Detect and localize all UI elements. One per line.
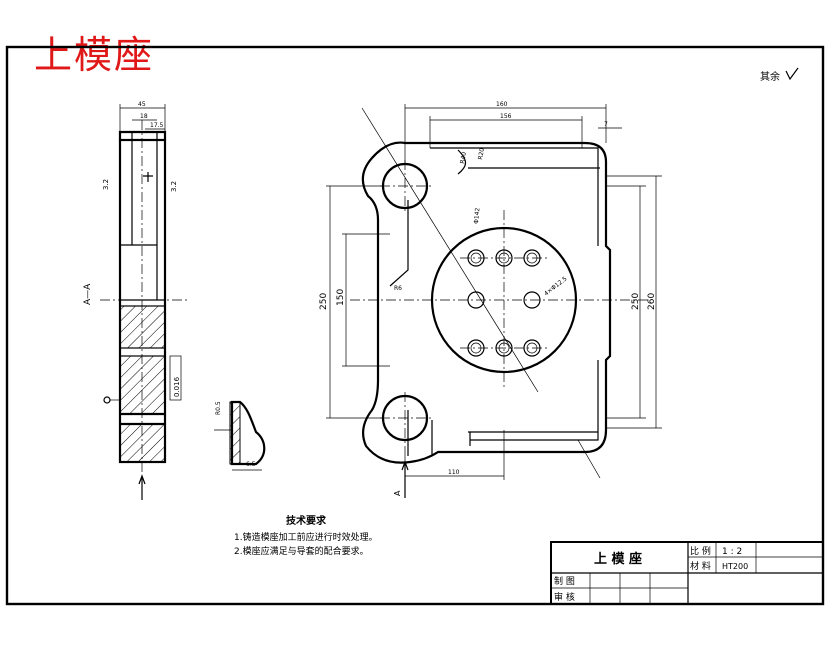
flatness-value: 0.016 (173, 376, 181, 397)
plate-outline (361, 141, 612, 464)
notes-heading: 技术要求 (286, 514, 327, 527)
roughness-note: 其余 (760, 70, 780, 83)
title-block: 上 模 座 比 例 1 : 2 材 料 HT200 制 图 审 核 (550, 541, 824, 605)
dim-large-dia: Φ142 (473, 207, 481, 224)
section-hatch-lower (119, 355, 166, 415)
drawing-border (5, 45, 825, 606)
section-label: A—A (83, 283, 93, 305)
view-label: A (393, 490, 402, 496)
drawn-label: 制 图 (554, 575, 575, 587)
roughness-side-1: 3.2 (102, 179, 110, 190)
section-hatch-upper (119, 305, 166, 349)
side-view: 45 18 17.5 3.2 3.2 A—A 0.016 (83, 101, 190, 500)
plan-view: Φ142 4×Φ12.5 R40 R20 R6 160 156 7 250 15… (319, 101, 662, 498)
dim-right-height1: 250 (631, 293, 641, 310)
detail-dim-1: R0.5 (215, 401, 222, 415)
checked-label: 审 核 (554, 591, 575, 603)
dim-bolt-dia: 4×Φ12.5 (543, 275, 569, 297)
detail-view: R0.5 6.5 (214, 400, 266, 471)
dim-radius: R40 (459, 151, 468, 164)
material-value: HT200 (722, 562, 748, 571)
title-block-name: 上 模 座 (594, 551, 642, 567)
dim-chamfer: R20 (477, 147, 486, 160)
scale-label: 比 例 (690, 545, 711, 557)
material-label: 材 料 (690, 560, 711, 572)
dim-right-height2: 260 (647, 293, 657, 310)
dim-left-height: 250 (319, 293, 329, 310)
notes-item-2: 2.模座应满足与导套的配合要求。 (234, 545, 369, 557)
roughness-side-2: 3.2 (170, 181, 178, 192)
dim-side-sub2: 17.5 (150, 122, 164, 129)
dim-left-inner: 150 (336, 289, 346, 306)
notes-item-1: 1.铸造模座加工前应进行时效处理。 (234, 531, 378, 543)
dim-side-width: 45 (138, 101, 146, 108)
dim-top-overall: 160 (496, 101, 508, 108)
dim-side-sub1: 18 (140, 113, 148, 120)
detail-dim-2: 6.5 (246, 461, 256, 468)
dim-bottom-len: 110 (448, 469, 460, 476)
section-hatch-bottom (119, 423, 166, 463)
datum-a-icon (143, 172, 153, 182)
scale-value: 1 : 2 (722, 547, 742, 557)
stamp-title: 上模座 (34, 33, 155, 77)
roughness-symbol-icon (785, 67, 799, 81)
dim-top-inner: 156 (500, 113, 512, 120)
dim-right-offset: 7 (604, 121, 608, 128)
dim-hole-note: R6 (394, 285, 402, 292)
